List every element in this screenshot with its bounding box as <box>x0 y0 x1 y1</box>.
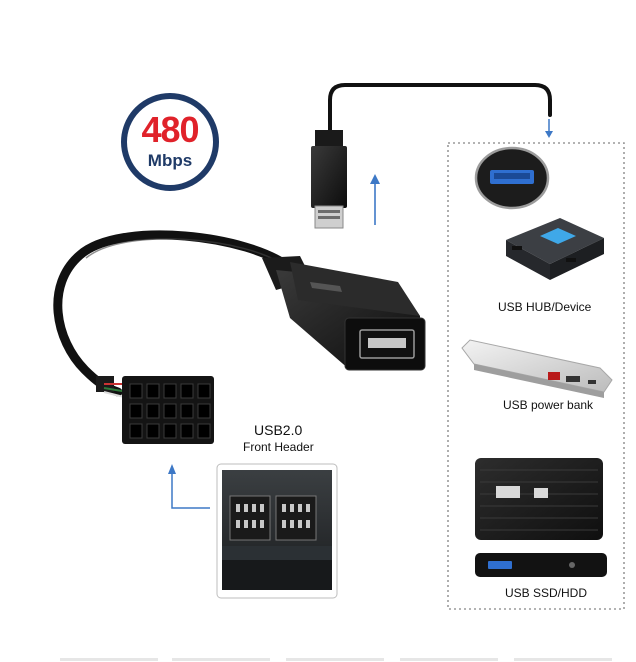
type-e-plug-icon <box>311 130 347 229</box>
speed-value: 480 <box>141 109 199 150</box>
powerbank-label: USB power bank <box>503 398 594 412</box>
top-cable <box>328 83 552 134</box>
speed-unit: Mbps <box>147 151 193 170</box>
bottom-divider <box>400 658 498 661</box>
bottom-divider <box>514 658 612 661</box>
usb-a-female-connector-icon <box>262 256 426 371</box>
pin-header-connector-icon <box>96 376 214 444</box>
hub-label: USB HUB/Device <box>498 300 592 314</box>
header-label-line1: USB2.0 <box>254 422 303 438</box>
usb-hub-icon <box>506 218 604 280</box>
usb-port-closeup-icon <box>474 146 550 210</box>
down-arrow-icon <box>545 119 553 138</box>
ssd-port-icon <box>475 553 607 577</box>
ssd-label: USB SSD/HDD <box>505 586 588 600</box>
bottom-divider <box>60 658 158 661</box>
speed-badge: 480 Mbps <box>121 93 219 191</box>
bottom-divider <box>172 658 270 661</box>
header-label-line2: Front Header <box>243 440 314 454</box>
adapter-cable <box>53 230 295 397</box>
connector-arrow-icon <box>168 464 210 509</box>
device-panel <box>447 142 625 610</box>
ssd-enclosure-icon <box>475 458 603 540</box>
up-arrow-icon <box>370 174 380 225</box>
motherboard-header-photo <box>216 463 338 599</box>
power-bank-icon <box>461 339 613 398</box>
bottom-divider <box>286 658 384 661</box>
